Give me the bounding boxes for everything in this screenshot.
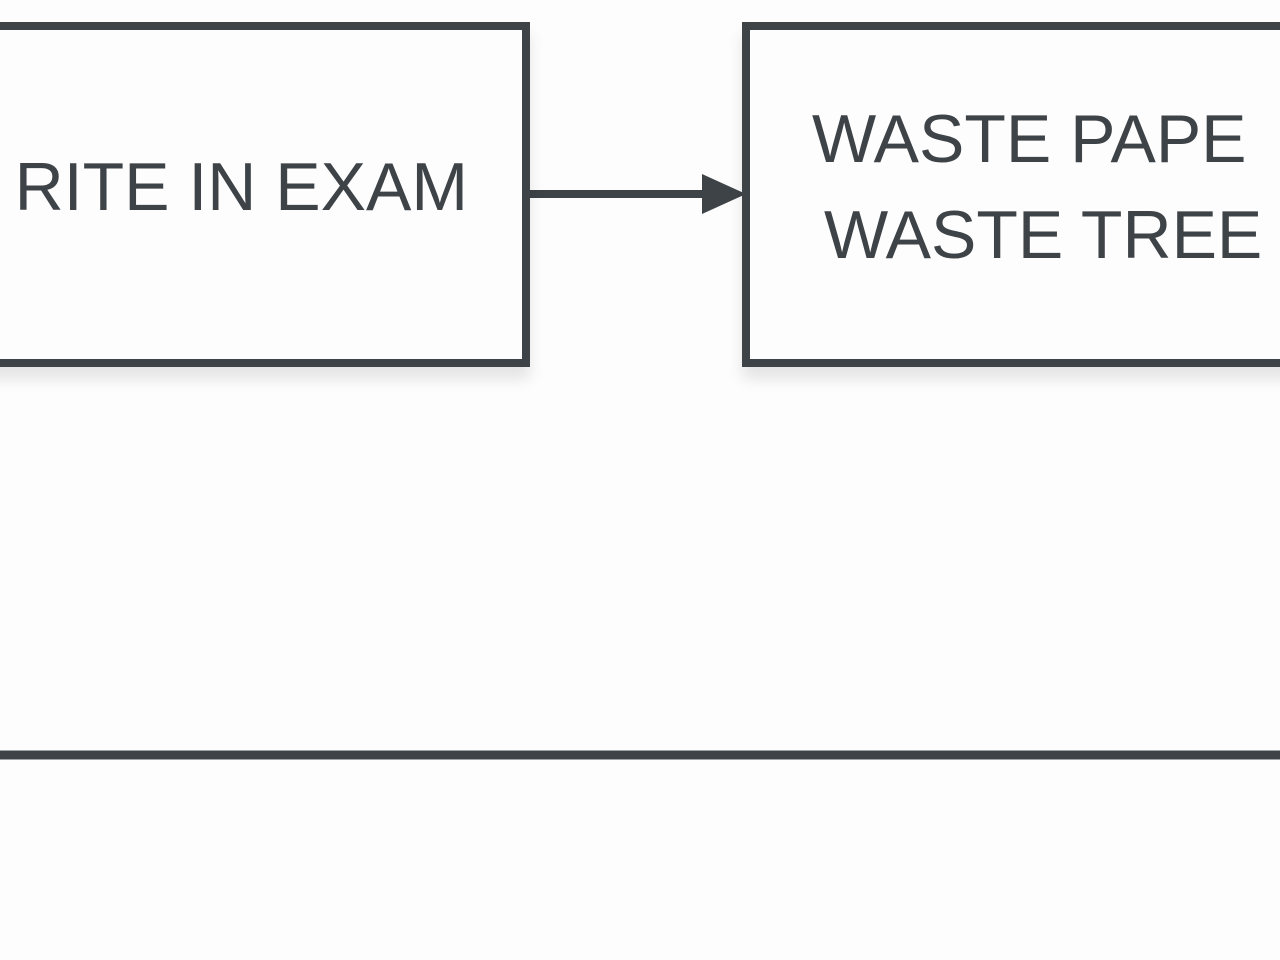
node-waste-paper: WASTE PAPE WASTE TREE <box>742 22 1280 367</box>
node-label-waste-tree: WASTE TREE <box>824 197 1263 273</box>
node-write-in-exam: RITE IN EXAM <box>0 22 530 367</box>
node-label-write-in-exam: RITE IN EXAM <box>14 149 468 225</box>
arrowhead <box>702 174 746 214</box>
node-label-waste-paper: WASTE PAPE <box>812 101 1247 177</box>
